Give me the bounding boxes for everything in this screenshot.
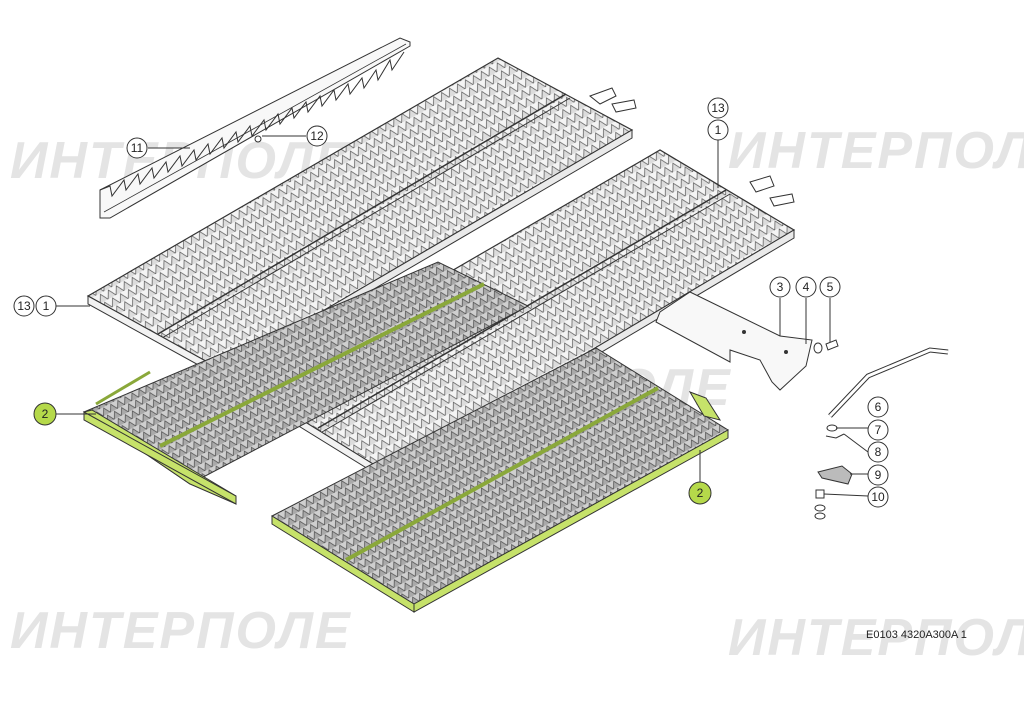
watermark-top-right: ИНТЕРПОЛЕ [728,122,1024,180]
callout-12: 12 [306,125,328,147]
svg-text:1: 1 [43,299,50,313]
svg-text:1: 1 [715,123,722,137]
part-11-serrated-strip [99,37,411,219]
svg-text:9: 9 [875,468,882,482]
callout-1-right: 1 [707,119,729,141]
callout-5: 5 [819,276,841,298]
callout-13-right: 13 [707,97,729,119]
part-7-washer [826,424,838,432]
svg-text:3: 3 [777,280,784,294]
watermarks: ИНТЕРПОЛЕ ИНТЕРПОЛЕ ИНТЕРПОЛЕ ИНТЕРПОЛЕ … [10,122,1024,667]
callout-13-left: 13 [13,295,35,317]
part-12-screw [254,135,262,143]
callout-2-right: 2 [688,481,712,505]
leader-lines [56,135,877,497]
part-8-pin [825,433,845,439]
part-6-rod [828,347,949,418]
svg-text:13: 13 [17,299,31,313]
callout-8: 8 [867,441,889,463]
svg-text:10: 10 [871,490,885,504]
lower-sieve-right-highlighted [270,347,729,613]
svg-text:2: 2 [42,407,49,421]
drawing-code-label: E0103 4320A300A 1 [866,629,967,641]
callout-4: 4 [795,276,817,298]
svg-text:2: 2 [697,486,704,500]
svg-text:4: 4 [803,280,810,294]
callout-3: 3 [769,276,791,298]
small-hardware [814,424,853,520]
part-4-5-washer-bolt [813,339,839,354]
part-9-clamp [817,465,853,485]
svg-text:13: 13 [711,101,725,115]
svg-text:6: 6 [875,400,882,414]
svg-text:8: 8 [875,445,882,459]
watermark-bottom-right: ИНТЕРПОЛЕ [728,609,1024,667]
svg-text:7: 7 [875,423,882,437]
part-3-bracket [655,291,813,391]
lower-sieve-left-highlighted [82,261,530,505]
svg-text:11: 11 [131,141,144,155]
callout-1-left: 1 [35,295,57,317]
part-10-bolt [815,489,825,499]
svg-text:12: 12 [310,129,324,143]
callouts: 13 1 13 1 2 2 3 4 [13,97,889,508]
callout-7: 7 [867,419,889,441]
callout-9: 9 [867,464,889,486]
watermark-bottom-left: ИНТЕРПОЛЕ [10,602,352,660]
callout-2-left: 2 [33,402,57,426]
svg-text:5: 5 [827,280,834,294]
callout-6: 6 [867,396,889,418]
callout-11: 11 [126,137,148,159]
callout-10: 10 [867,486,889,508]
